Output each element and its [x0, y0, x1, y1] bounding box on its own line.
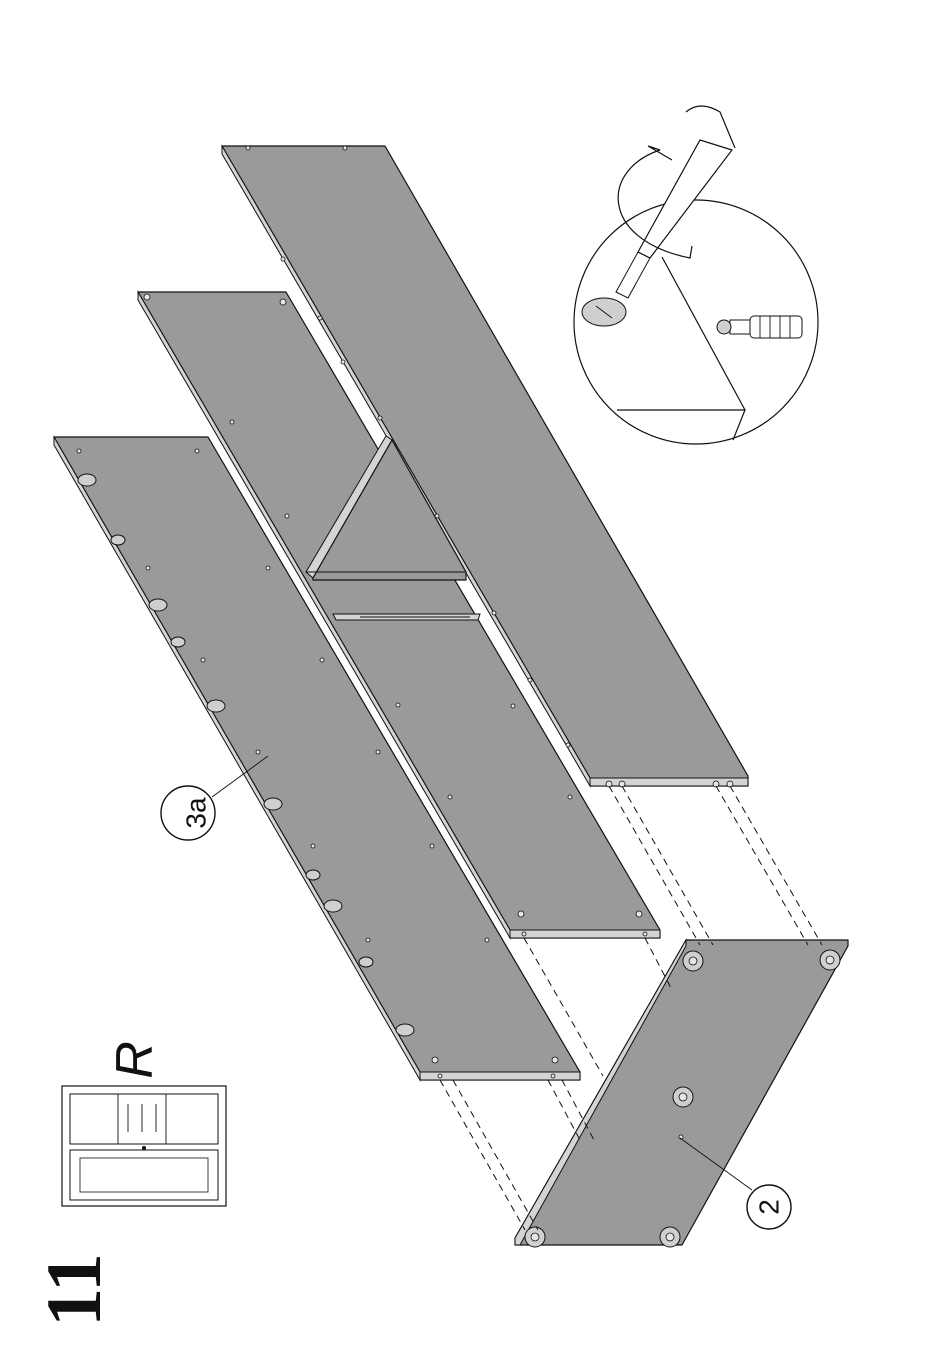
callout-2-label: 2 — [753, 1199, 784, 1215]
panel-2 — [515, 940, 848, 1247]
side-marker-letter: R — [106, 1041, 164, 1079]
cabinet-thumbnail-icon — [62, 1086, 226, 1206]
step-number: 11 — [30, 1253, 117, 1327]
screw-detail-inset — [574, 106, 818, 444]
callout-3a-label: 3a — [180, 797, 211, 829]
